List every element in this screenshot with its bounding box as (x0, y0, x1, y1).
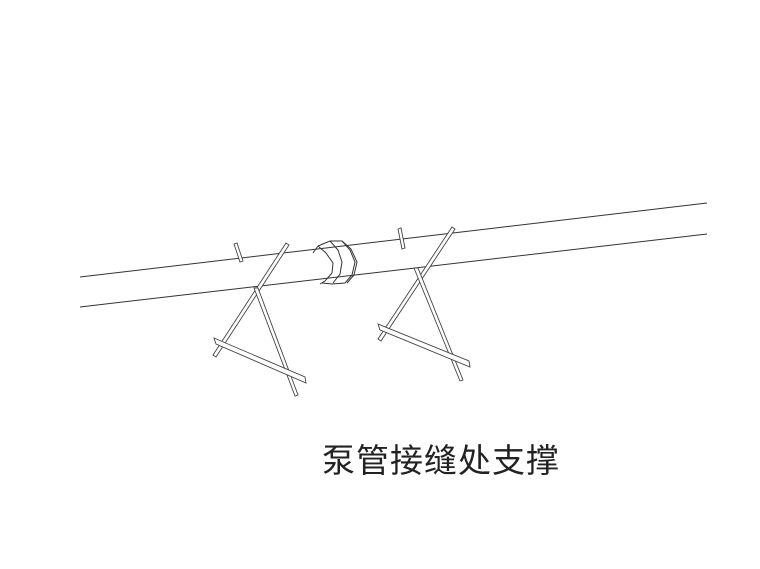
drawing-caption: 泵管接缝处支撑 (322, 441, 560, 480)
left-support (212, 242, 307, 397)
right-support (377, 226, 471, 382)
pump-pipe (79, 202, 708, 308)
pipe-coupling (312, 240, 358, 285)
